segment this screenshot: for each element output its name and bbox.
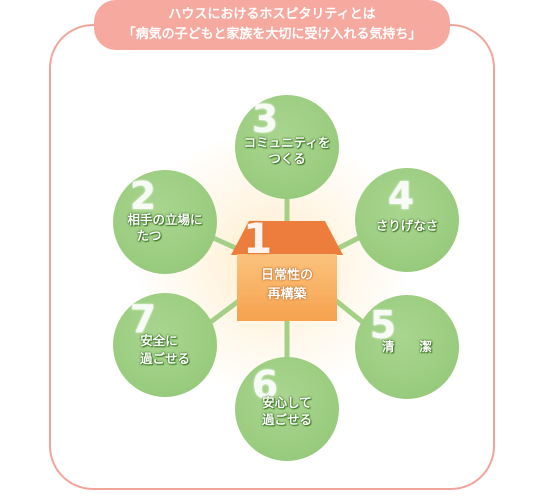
center-house: 1 日常性の 再構築	[231, 214, 343, 321]
node-2-label-line1: 相手の立場に	[127, 212, 203, 227]
title-line-2: 「病気の子どもと家族を大切に受け入れる気持ち」	[122, 27, 422, 42]
node-2-label-line2: たつ	[136, 228, 162, 243]
house-body	[237, 254, 337, 321]
node-7-label-line1: 安全に	[140, 333, 178, 348]
node-5-cleanliness: 5 清 潔	[355, 295, 459, 399]
node-7-safety: 7 安全に 過ごせる	[113, 293, 217, 397]
center-label-line2: 再構築	[267, 287, 307, 302]
node-2-number: 2	[129, 174, 157, 218]
node-6-label-line1: 安心して	[262, 395, 312, 410]
node-5-label-line1: 清 潔	[381, 339, 432, 354]
node-2-perspective: 2 相手の立場に たつ	[113, 170, 217, 274]
node-6-number: 6	[251, 363, 279, 407]
node-4-number: 4	[387, 174, 415, 218]
node-6-peace-of-mind: 6 安心して 過ごせる	[235, 357, 339, 461]
title-line-1: ハウスにおけるホスピタリティとは	[168, 7, 376, 22]
center-number: 1	[243, 214, 273, 263]
node-3-number: 3	[251, 97, 279, 141]
node-4-label-line1: さりげなさ	[375, 218, 439, 233]
node-6-label-line2: 過ごせる	[261, 412, 312, 427]
node-3-label-line2: つくる	[268, 151, 306, 166]
center-label-line1: 日常性の	[260, 268, 313, 283]
node-5-number: 5	[369, 303, 397, 347]
node-7-number: 7	[129, 297, 157, 341]
house-roof	[231, 221, 343, 255]
node-3-community: 3 コミュニティを つくる	[235, 95, 339, 199]
node-7-label-line2: 過ごせる	[139, 351, 190, 366]
node-3-label-line1: コミュニティを	[243, 135, 331, 150]
node-4-subtlety: 4 さりげなさ	[355, 168, 459, 272]
title-banner: ハウスにおけるホスピタリティとは 「病気の子どもと家族を大切に受け入れる気持ち」	[94, 0, 450, 50]
